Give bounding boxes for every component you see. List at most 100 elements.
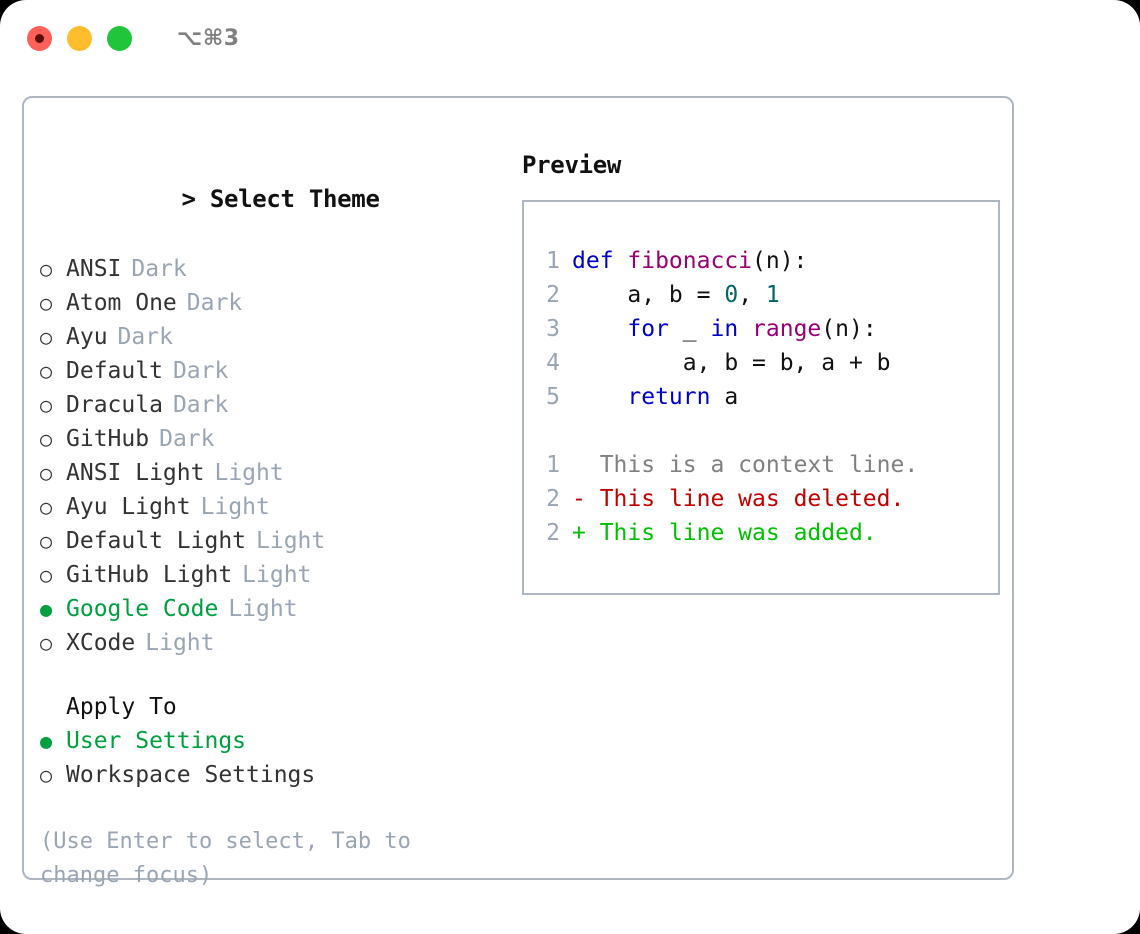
line-number: 3 bbox=[546, 316, 560, 342]
theme-option-variant-tag: Light bbox=[228, 596, 298, 622]
apply-to-title: Apply To bbox=[66, 694, 177, 720]
code-token-pl: (n): bbox=[821, 316, 877, 342]
diff-line-del: 2- This line was deleted. bbox=[538, 482, 998, 516]
diff-marker: - bbox=[572, 486, 586, 512]
line-number: 4 bbox=[546, 350, 560, 376]
code-line-text: for _ in range(n): bbox=[572, 312, 877, 346]
code-token-pl: a bbox=[710, 384, 739, 410]
line-number: 1 bbox=[546, 452, 560, 478]
code-token-kw: def bbox=[572, 248, 628, 274]
theme-option-variant-tag: Dark bbox=[172, 392, 229, 418]
diff-line-text: + This line was added. bbox=[572, 516, 877, 550]
radio-selected-icon: ● bbox=[40, 729, 53, 753]
diff-text: This is a context line. bbox=[585, 452, 919, 478]
apply-to-option-workspace-settings[interactable]: ○Workspace Settings bbox=[40, 758, 500, 792]
theme-option-label: GitHub Light bbox=[66, 562, 233, 588]
theme-option-label: ANSI bbox=[66, 256, 122, 282]
radio-unselected-icon: ○ bbox=[40, 325, 53, 349]
radio-unselected-icon: ○ bbox=[40, 257, 53, 281]
theme-option-variant-tag: Dark bbox=[186, 290, 243, 316]
apply-to-section: Apply To ●User Settings○Workspace Settin… bbox=[40, 690, 500, 792]
theme-option-variant-tag: Light bbox=[145, 630, 215, 656]
theme-option-xcode[interactable]: ○ XCode Light bbox=[40, 626, 500, 660]
code-token-kw: for bbox=[627, 316, 669, 342]
maximize-button[interactable] bbox=[107, 25, 132, 51]
code-token-pl bbox=[738, 316, 752, 342]
theme-option-label: ANSI Light bbox=[66, 460, 205, 486]
apply-to-option-user-settings[interactable]: ●User Settings bbox=[40, 724, 500, 758]
apply-to-list: ●User Settings○Workspace Settings bbox=[40, 724, 500, 792]
code-token-pl: _ bbox=[668, 316, 711, 342]
theme-option-google-code[interactable]: ● Google Code Light bbox=[40, 592, 500, 626]
theme-option-variant-tag: Dark bbox=[172, 358, 229, 384]
theme-option-label: Google Code bbox=[66, 596, 219, 622]
line-number: 5 bbox=[546, 384, 560, 410]
code-token-pl: a, b = b, a + b bbox=[572, 350, 891, 376]
theme-option-variant-tag: Light bbox=[242, 562, 312, 588]
line-number: 2 bbox=[546, 486, 560, 512]
code-line-text: def fibonacci(n): bbox=[572, 244, 807, 278]
code-token-pl: (n): bbox=[752, 248, 808, 274]
theme-option-label: Ayu bbox=[66, 324, 108, 350]
theme-option-variant-tag: Light bbox=[200, 494, 270, 520]
radio-unselected-icon: ○ bbox=[40, 291, 53, 315]
code-token-fn: range bbox=[752, 316, 822, 342]
theme-option-label: Default bbox=[66, 358, 163, 384]
theme-option-variant-tag: Dark bbox=[159, 426, 215, 452]
radio-unselected-icon: ○ bbox=[40, 631, 53, 655]
code-line-text: a, b = b, a + b bbox=[572, 346, 891, 380]
page-title: Select Theme bbox=[209, 185, 380, 213]
code-token-pl: a, b = bbox=[572, 282, 725, 308]
diff-text: This line was deleted. bbox=[585, 486, 905, 512]
code-line-text: a, b = 0, 1 bbox=[572, 278, 780, 312]
code-token-kw: in bbox=[710, 316, 739, 342]
theme-option-label: GitHub bbox=[66, 426, 150, 452]
radio-selected-icon: ● bbox=[40, 597, 53, 621]
theme-option-ansi-light[interactable]: ○ ANSI Light Light bbox=[40, 456, 500, 490]
prompt-caret-icon: > bbox=[181, 185, 196, 213]
diff-sample: 1 This is a context line. 2- This line wa… bbox=[538, 448, 998, 550]
diff-text: This line was added. bbox=[585, 520, 877, 546]
keyboard-hint: (Use Enter to select, Tab to change focu… bbox=[40, 829, 425, 888]
code-token-pl: , bbox=[738, 282, 766, 308]
code-token-num: 1 bbox=[765, 282, 780, 308]
code-token-kw: return bbox=[627, 384, 711, 410]
apply-to-option-label: Workspace Settings bbox=[66, 762, 316, 788]
diff-marker: + bbox=[572, 520, 586, 546]
code-line-text: return a bbox=[572, 380, 738, 414]
code-token-fn: fibonacci bbox=[627, 248, 753, 274]
diff-line-text: This is a context line. bbox=[572, 448, 919, 482]
code-token-pl bbox=[572, 384, 627, 410]
code-token-num: 0 bbox=[724, 282, 739, 308]
theme-picker-header: > Select Theme bbox=[40, 148, 500, 250]
theme-option-default[interactable]: ○ Default Dark bbox=[40, 354, 500, 388]
line-number: 2 bbox=[546, 520, 560, 546]
minimize-button[interactable] bbox=[67, 25, 92, 51]
code-line: 5 return a bbox=[538, 380, 998, 414]
theme-option-label: Dracula bbox=[66, 392, 163, 418]
radio-unselected-icon: ○ bbox=[40, 461, 53, 485]
code-diff-spacer bbox=[538, 414, 998, 448]
theme-option-variant-tag: Light bbox=[214, 460, 284, 486]
radio-unselected-icon: ○ bbox=[40, 495, 53, 519]
radio-unselected-icon: ○ bbox=[40, 359, 53, 383]
theme-option-label: XCode bbox=[66, 630, 136, 656]
close-button[interactable] bbox=[27, 25, 52, 51]
theme-option-label: Default Light bbox=[66, 528, 247, 554]
diff-line-add: 2 + This line was added. bbox=[538, 516, 998, 550]
code-line: 3 for _ in range(n): bbox=[538, 312, 998, 346]
